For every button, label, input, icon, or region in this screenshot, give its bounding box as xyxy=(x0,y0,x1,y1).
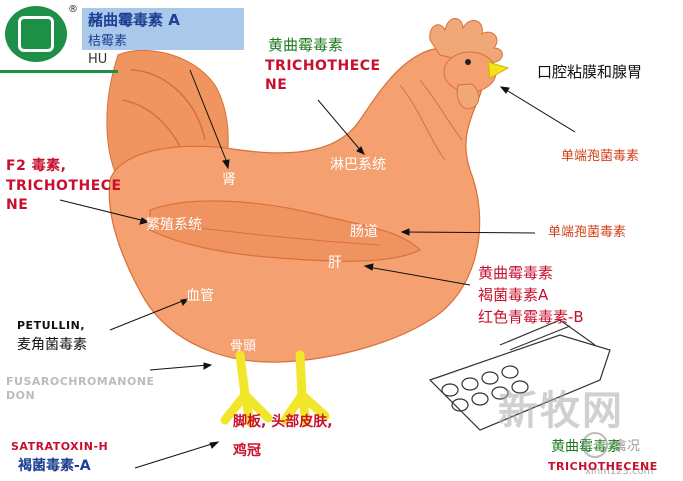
hen-leg-right xyxy=(280,350,330,427)
right-multi-line2: 褐菌毒素A xyxy=(478,286,549,304)
hen-leg-left xyxy=(220,350,273,427)
logo-underline xyxy=(0,70,118,73)
petullin-line1: PETULLIN, xyxy=(17,319,86,332)
fusaro-line1: FUSAROCHROMANONE xyxy=(6,375,155,388)
hen-body xyxy=(108,47,484,363)
satratoxin-line2: 褐菌毒素-A xyxy=(18,458,91,474)
organ-blood: 血管 xyxy=(186,288,214,304)
organ-lymph: 淋巴系统 xyxy=(330,157,386,173)
egg-label-en: TRICHOTHECENE xyxy=(548,460,658,473)
title-box-line2: 桔霉素 xyxy=(88,34,128,49)
hen-eye xyxy=(465,59,471,65)
logo-letters: HU xyxy=(88,52,108,67)
egg-label-cn: 黄曲霉毒素 xyxy=(551,439,621,455)
satratoxin-line1: SATRATOXIN-H xyxy=(11,440,109,453)
organ-kidney: 肾 xyxy=(222,172,236,188)
left-f2-line2: TRICHOTHECE xyxy=(6,178,122,194)
hen-wattle xyxy=(456,83,480,110)
egg-carton xyxy=(428,319,611,431)
fusaro-line2: DON xyxy=(6,389,36,402)
organ-bone: 骨頭 xyxy=(230,339,257,354)
logo-registered-mark: ® xyxy=(68,4,78,15)
pointer-lines xyxy=(59,69,576,469)
top-label-en-1: TRICHOTHECE xyxy=(265,58,381,74)
title-box-line1: 赭曲霉毒素 A xyxy=(88,11,180,29)
company-logo xyxy=(5,6,67,62)
logo-mark xyxy=(18,16,54,52)
organ-intestine: 肠道 xyxy=(350,224,378,240)
title-box xyxy=(82,8,244,50)
watermark-badge xyxy=(582,432,608,458)
hen-wing xyxy=(149,200,422,262)
hen-beak xyxy=(487,61,510,79)
top-label-cn: 黄曲霉毒素 xyxy=(268,36,344,54)
organ-liver: 肝 xyxy=(328,255,342,271)
feet-label-line1: 脚板, 头部皮肤, xyxy=(233,414,333,430)
right-label-1: 单端孢菌毒素 xyxy=(561,149,640,164)
watermark-text: 新牧网 xyxy=(498,388,624,434)
right-label-2: 单端孢菌毒素 xyxy=(548,225,627,240)
hen-comb xyxy=(429,18,503,63)
feet-label-line2: 鸡冠 xyxy=(233,443,261,459)
watermark-sub: 禽况 xyxy=(614,439,641,454)
left-f2-line1: F2 毒素, xyxy=(6,158,67,174)
petullin-line2: 麦角菌毒素 xyxy=(17,337,87,353)
left-f2-line3: NE xyxy=(6,197,29,213)
right-multi-line3: 红色青霉毒素-B xyxy=(478,308,584,326)
mouth-label: 口腔粘膜和腺胃 xyxy=(537,63,643,81)
organ-reproductive: 繁殖系统 xyxy=(146,217,202,233)
right-multi-line1: 黄曲霉毒素 xyxy=(478,264,554,282)
top-label-en-2: NE xyxy=(265,77,288,93)
watermark-url: xinm123.com xyxy=(585,466,654,477)
